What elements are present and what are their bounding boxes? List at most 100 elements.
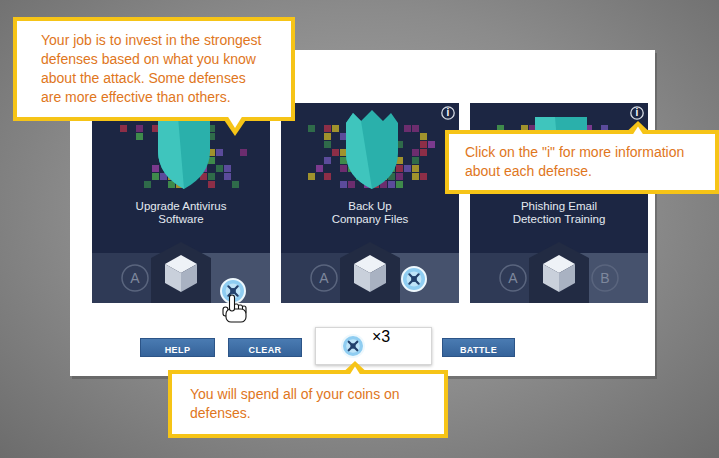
pixel-square: [396, 141, 403, 148]
pixel-square: [348, 157, 355, 164]
battle-button: BATTLE: [442, 338, 515, 357]
pointer-fill: [633, 127, 644, 136]
pixel-square: [324, 125, 331, 132]
defense-title: Phishing Email Detection Training: [504, 200, 614, 226]
pixel-square: [356, 157, 363, 164]
coin-emblem-arm: [349, 342, 353, 346]
pixel-square: [340, 181, 347, 188]
pixel-square: [176, 141, 183, 148]
pixel-square: [356, 149, 363, 156]
pixel-square: [120, 125, 127, 132]
card-top-ground: [92, 103, 270, 253]
pixel-square: [388, 141, 395, 148]
pixel-square: [340, 157, 347, 164]
button-label: CLEAR: [249, 342, 282, 359]
callout-text: You will spend all of your coins on defe…: [190, 385, 430, 423]
pixel-square: [380, 165, 387, 172]
pixel-square: [388, 157, 395, 164]
cube-left: [354, 264, 370, 292]
pixel-square: [136, 125, 143, 132]
pixel-square: [356, 173, 363, 180]
pixel-square: [152, 173, 159, 180]
coin-emblem-arm: [409, 274, 414, 279]
tutorial-callout: Click on the "i" for more information ab…: [445, 130, 719, 194]
pixel-square: [176, 125, 183, 132]
pixel-square: [340, 133, 347, 140]
pixel-square: [420, 149, 427, 156]
pixel-square: [380, 181, 387, 188]
pixel-square: [184, 149, 191, 156]
cursor-knuckle: [238, 305, 243, 313]
pixel-square: [168, 157, 175, 164]
pixel-square: [316, 165, 323, 172]
clear-button: CLEAR: [228, 338, 302, 357]
card-band-left: [281, 253, 370, 303]
slot-letter: A: [310, 264, 338, 292]
card-top-ground: [281, 103, 459, 253]
pointer-rim: [345, 361, 365, 371]
pixel-square: [208, 125, 215, 132]
slot-a-circle: A: [499, 264, 527, 292]
pixel-square: [348, 141, 355, 148]
pixel-square: [388, 165, 395, 172]
pixel-square: [324, 157, 331, 164]
shield-icon: [158, 117, 210, 189]
coin-emblem-arm: [414, 279, 419, 284]
pixel-square: [216, 165, 223, 172]
pixel-square: [388, 181, 395, 188]
pixel-square: [200, 125, 207, 132]
pixel-square: [168, 181, 175, 188]
pixel-square: [184, 165, 191, 172]
pixel-square: [136, 133, 143, 140]
pixel-square: [388, 133, 395, 140]
pixel-square: [396, 157, 403, 164]
pixel-square: [372, 125, 379, 132]
pixel-square: [356, 141, 363, 148]
cursor-thumb: [223, 307, 228, 316]
pixel-square: [216, 149, 223, 156]
coin-face: [346, 339, 360, 353]
pixel-square: [364, 125, 371, 132]
pixel-square: [176, 165, 183, 172]
pixel-square: [308, 125, 315, 132]
pixel-square: [340, 165, 347, 172]
tutorial-callout: You will spend all of your coins on defe…: [168, 370, 448, 438]
shield-icon: [346, 110, 398, 189]
pixel-square: [160, 149, 167, 156]
pixel-square: [380, 173, 387, 180]
pixel-square: [192, 141, 199, 148]
cube-right: [181, 264, 197, 292]
coin-face: [226, 284, 241, 299]
pointer-rim: [628, 121, 648, 131]
slot-ring: [592, 265, 618, 291]
slot-ring: [500, 265, 526, 291]
slot-a-circle: A: [310, 264, 338, 292]
card-band-right: [559, 253, 648, 303]
slot-ring: [122, 265, 148, 291]
cursor-palm: [226, 309, 246, 322]
pixel-square: [356, 125, 363, 132]
pixel-square: [152, 125, 159, 132]
callout-text: Your job is to invest in the strongest d…: [41, 31, 267, 107]
pixel-square: [308, 173, 315, 180]
pixel-square: [208, 173, 215, 180]
defense-card: AUpgrade Antivirus Software: [92, 103, 270, 303]
cube-top: [543, 255, 575, 273]
slot-letter: A: [121, 264, 149, 292]
pixel-square: [200, 165, 207, 172]
pixel-square: [364, 141, 371, 148]
slot-letter: A: [499, 264, 527, 292]
pixel-square: [168, 125, 175, 132]
pixel-square: [240, 149, 247, 156]
pixel-square: [224, 173, 231, 180]
pixel-square: [348, 133, 355, 140]
pixel-square: [404, 165, 411, 172]
cube-socket: [340, 242, 400, 303]
pixel-square: [200, 133, 207, 140]
pixel-square: [160, 141, 167, 148]
pixel-square: [208, 157, 215, 164]
cube-left: [543, 264, 559, 292]
tutorial-callout: Your job is to invest in the strongest d…: [13, 17, 295, 121]
pixel-square: [372, 141, 379, 148]
